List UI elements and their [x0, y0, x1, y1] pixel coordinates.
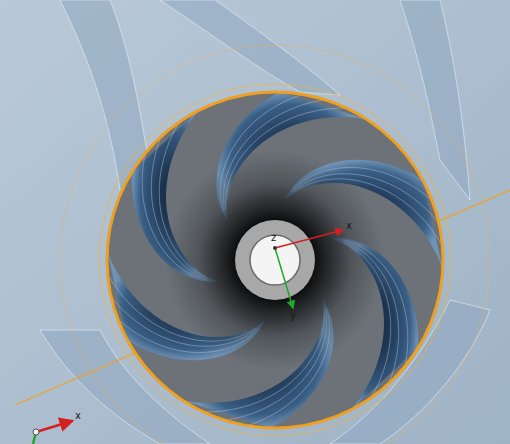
- triad-origin: [33, 429, 39, 435]
- shroud-circle: [107, 92, 443, 428]
- x-axis-arrow: [275, 230, 343, 248]
- triad-x-arrow: [36, 421, 72, 432]
- axis-label: x: [346, 220, 352, 231]
- y-axis-arrow: [275, 248, 293, 308]
- axis-label: z: [271, 232, 276, 243]
- axis-label: x: [75, 410, 81, 421]
- rim-circle: [99, 84, 451, 436]
- background-blades: [40, 0, 490, 444]
- hub-shadow: [165, 150, 385, 370]
- impeller-disk: [107, 92, 443, 428]
- axis-label: y: [290, 310, 296, 321]
- origin-dot: [273, 246, 277, 250]
- outer-circle: [60, 45, 490, 444]
- hub-ring: [235, 220, 315, 300]
- blade-pockets: [107, 92, 443, 428]
